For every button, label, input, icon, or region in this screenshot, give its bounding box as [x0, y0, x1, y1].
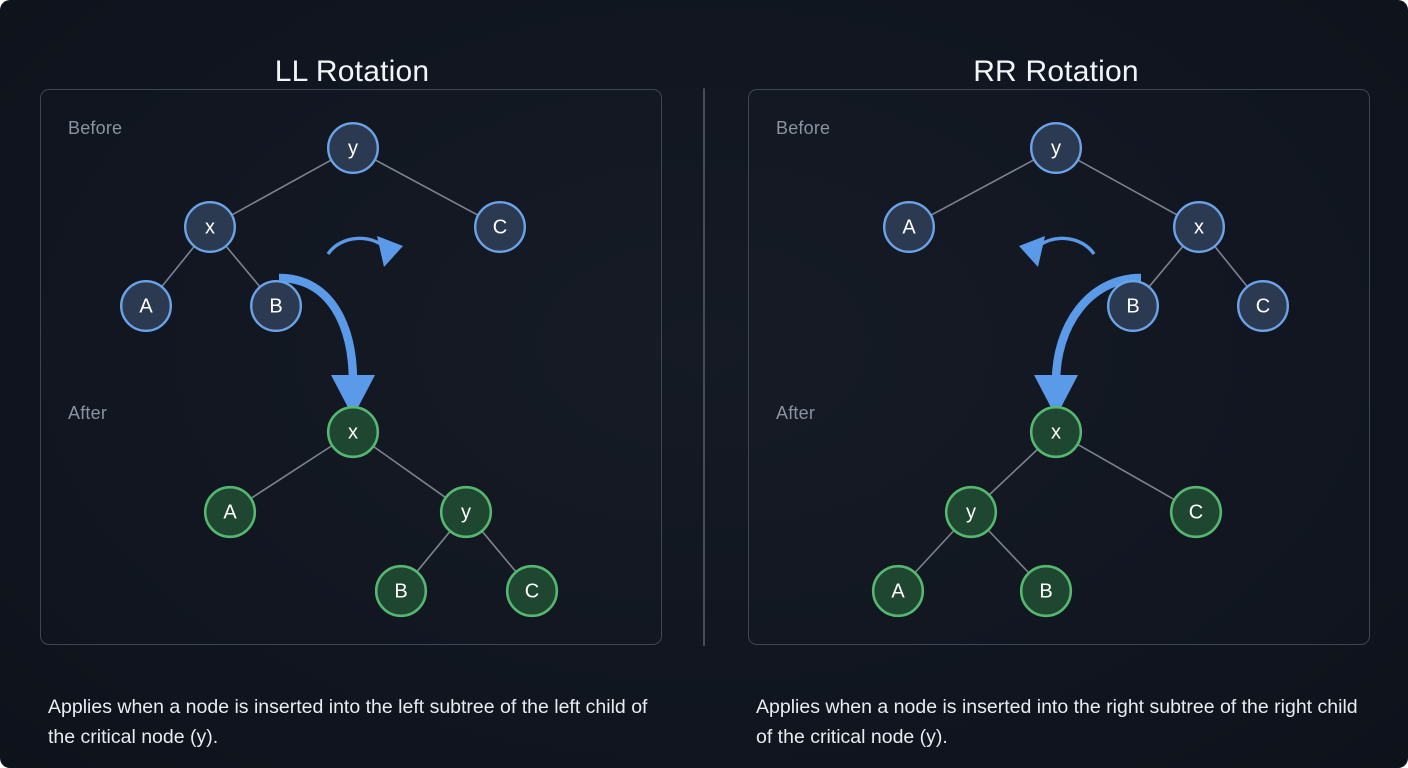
- node-circle: [1029, 405, 1083, 459]
- tree-edge: [1077, 159, 1178, 216]
- tree-node-c-ll-before[interactable]: C: [474, 200, 527, 253]
- tree-edge: [372, 445, 447, 499]
- node-circle: [505, 564, 559, 618]
- tree-edge: [988, 448, 1039, 496]
- rotation-hint-arrow-ll: [326, 236, 403, 267]
- stage-label-before-rr: Before: [776, 118, 831, 138]
- node-label: C: [493, 217, 507, 239]
- node-circle: [944, 485, 998, 539]
- tree-node-c-rr-after[interactable]: C: [1169, 485, 1223, 539]
- node-label: A: [891, 581, 905, 603]
- node-circle: [1169, 485, 1223, 539]
- node-label: y: [348, 138, 358, 160]
- node-label: x: [1194, 217, 1204, 239]
- stage-label-after-rr: After: [776, 403, 816, 423]
- node-label: x: [348, 422, 358, 444]
- node-label: y: [461, 502, 471, 524]
- transform-arrow-ll: [278, 273, 375, 417]
- tree-edge: [416, 530, 451, 573]
- tree-node-c-rr-before[interactable]: C: [1237, 279, 1290, 332]
- tree-node-y-rr-before[interactable]: y: [1030, 122, 1083, 174]
- node-label: B: [394, 581, 407, 603]
- node-label: A: [902, 217, 916, 239]
- tree-node-a-ll-before[interactable]: A: [119, 279, 172, 332]
- tree-node-b-rr-after[interactable]: B: [1019, 564, 1073, 618]
- tree-edge: [914, 529, 955, 574]
- node-circle: [1019, 564, 1073, 618]
- tree-edge: [1148, 245, 1184, 288]
- tree-node-x-ll-before[interactable]: x: [183, 200, 236, 253]
- tree-edge: [481, 530, 517, 573]
- node-circle: [1237, 279, 1290, 332]
- caption-rr: Applies when a node is inserted into the…: [756, 695, 1358, 748]
- node-label: A: [139, 296, 153, 318]
- node-circle: [183, 200, 236, 253]
- tree-node-y-ll-before[interactable]: y: [327, 122, 380, 174]
- tree-node-y-ll-after[interactable]: y: [439, 485, 493, 539]
- tree-edges-rr: [914, 159, 1248, 574]
- tree-edge: [161, 245, 195, 288]
- tree-node-b-ll-before[interactable]: B: [249, 279, 302, 332]
- tree-edge: [1214, 245, 1248, 288]
- panel-title-rr: RR Rotation: [973, 55, 1139, 89]
- stage-label-after-ll: After: [68, 403, 108, 423]
- tree-edge: [1077, 443, 1175, 501]
- caption-ll: Applies when a node is inserted into the…: [48, 695, 648, 748]
- tree-node-b-ll-after[interactable]: B: [374, 564, 428, 618]
- node-label: y: [966, 502, 976, 524]
- node-label: x: [205, 217, 215, 239]
- node-label: C: [525, 581, 539, 603]
- rotation-hint-arrow-rr: [1019, 236, 1096, 267]
- node-label: y: [1051, 138, 1061, 160]
- tree-edge: [930, 159, 1035, 216]
- node-circle: [249, 279, 302, 332]
- node-label: B: [1039, 581, 1052, 603]
- node-label: x: [1051, 422, 1061, 444]
- node-circle: [327, 122, 380, 174]
- node-circle: [119, 279, 172, 332]
- tree-node-y-rr-after[interactable]: y: [944, 485, 998, 539]
- tree-edges-ll: [161, 159, 517, 573]
- tree-edge: [225, 245, 261, 288]
- tree-node-x-rr-after[interactable]: x: [1029, 405, 1083, 459]
- transform-arrow-rr: [1034, 273, 1142, 417]
- tree-node-x-ll-after[interactable]: x: [326, 405, 380, 459]
- node-circle: [439, 485, 493, 539]
- node-label: C: [1256, 296, 1270, 318]
- tree-node-x-rr-before[interactable]: x: [1173, 200, 1226, 253]
- node-label: A: [223, 502, 237, 524]
- tree-node-a-rr-before[interactable]: A: [882, 200, 935, 253]
- tree-edge: [231, 159, 332, 216]
- panel-title-ll: LL Rotation: [274, 55, 430, 89]
- tree-edge: [374, 159, 479, 216]
- node-label: C: [1189, 502, 1203, 524]
- tree-node-c-ll-after[interactable]: C: [505, 564, 559, 618]
- tree-edge: [987, 529, 1030, 574]
- node-circle: [1030, 122, 1083, 174]
- node-circle: [474, 200, 527, 253]
- node-circle: [882, 200, 935, 253]
- tree-node-a-ll-after[interactable]: A: [203, 485, 257, 539]
- node-label: B: [269, 296, 282, 318]
- node-circle: [1107, 279, 1160, 332]
- node-label: B: [1126, 296, 1139, 318]
- node-circle: [1173, 200, 1226, 253]
- node-circle: [871, 564, 925, 618]
- panel-divider: [703, 88, 705, 646]
- node-circle: [374, 564, 428, 618]
- node-circle: [326, 405, 380, 459]
- tree-node-b-rr-before[interactable]: B: [1107, 279, 1160, 332]
- tree-node-a-rr-after[interactable]: A: [871, 564, 925, 618]
- stage-label-before-ll: Before: [68, 118, 123, 138]
- tree-edge: [250, 444, 333, 500]
- node-circle: [203, 485, 257, 539]
